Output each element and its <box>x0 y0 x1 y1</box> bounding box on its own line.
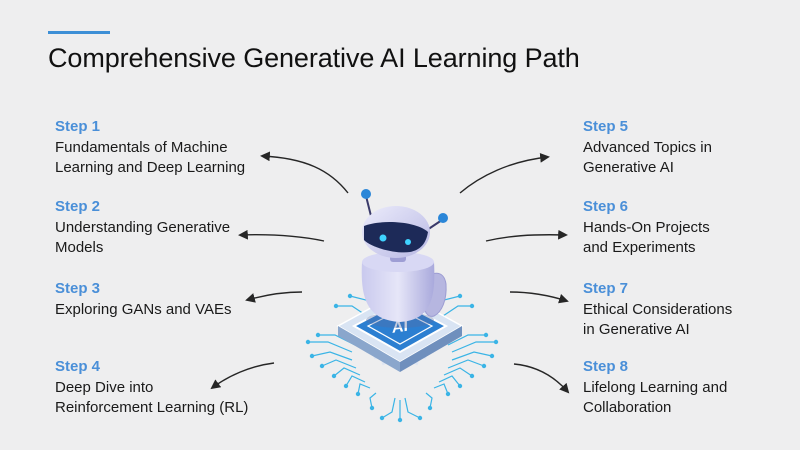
step-description-line: and Experiments <box>583 239 696 256</box>
step-label: Step 8 <box>583 358 629 375</box>
step-description-line: Models <box>55 239 104 256</box>
step-description-line: in Generative AI <box>583 321 690 338</box>
step-7: Step 7 Ethical Considerations in Generat… <box>583 279 800 340</box>
step-label: Step 7 <box>583 280 629 297</box>
step-description-line: Advanced Topics in <box>583 139 712 156</box>
step-description: Ethical Considerations in Generative AI <box>583 300 800 340</box>
step-5: Step 5 Advanced Topics in Generative AI <box>583 117 800 178</box>
arrow-step-2 <box>238 229 325 242</box>
step-1: Step 1 Fundamentals of Machine Learning … <box>55 117 285 178</box>
step-4: Step 4 Deep Dive into Reinforcement Lear… <box>55 357 285 418</box>
page-title: Comprehensive Generative AI Learning Pat… <box>48 43 580 73</box>
step-3: Step 3 Exploring GANs and VAEs <box>55 279 285 320</box>
step-description: Deep Dive into Reinforcement Learning (R… <box>55 378 285 418</box>
step-description: Advanced Topics in Generative AI <box>583 138 800 178</box>
step-description-line: Reinforcement Learning (RL) <box>55 399 249 416</box>
arrow-step-8 <box>513 363 570 394</box>
step-6: Step 6 Hands-On Projects and Experiments <box>583 197 800 258</box>
chip-label: AI <box>392 317 408 337</box>
step-description-line: Understanding Generative <box>55 219 231 236</box>
step-description: Understanding Generative Models <box>55 218 285 258</box>
step-description-line: Deep Dive into <box>55 379 154 396</box>
step-description-line: Fundamentals of Machine <box>55 139 228 156</box>
step-label: Step 6 <box>583 198 629 215</box>
step-label: Step 5 <box>583 118 629 135</box>
arrow-step-3 <box>245 291 303 303</box>
step-description: Lifelong Learning and Collaboration <box>583 378 800 418</box>
step-8: Step 8 Lifelong Learning and Collaborati… <box>583 357 800 418</box>
step-description-line: Exploring GANs and VAEs <box>55 301 232 318</box>
step-2: Step 2 Understanding Generative Models <box>55 197 285 258</box>
step-label: Step 1 <box>55 118 101 135</box>
step-description: Fundamentals of Machine Learning and Dee… <box>55 138 285 178</box>
arrow-step-7 <box>509 291 569 304</box>
title-accent-bar <box>48 31 110 34</box>
arrow-step-6 <box>485 229 568 242</box>
step-description-line: Learning and Deep Learning <box>55 159 246 176</box>
step-description-line: Ethical Considerations <box>583 301 733 318</box>
step-description: Hands-On Projects and Experiments <box>583 218 800 258</box>
step-description: Exploring GANs and VAEs <box>55 300 285 320</box>
step-label: Step 4 <box>55 358 101 375</box>
step-description-line: Hands-On Projects <box>583 219 710 236</box>
arrow-step-1 <box>260 151 349 194</box>
step-label: Step 2 <box>55 198 101 215</box>
step-description-line: Generative AI <box>583 159 674 176</box>
arrow-step-5 <box>459 152 550 194</box>
step-description-line: Lifelong Learning and <box>583 379 728 396</box>
robot <box>361 189 448 328</box>
arrow-step-4 <box>210 362 275 390</box>
step-description-line: Collaboration <box>583 399 672 416</box>
step-label: Step 3 <box>55 280 101 297</box>
